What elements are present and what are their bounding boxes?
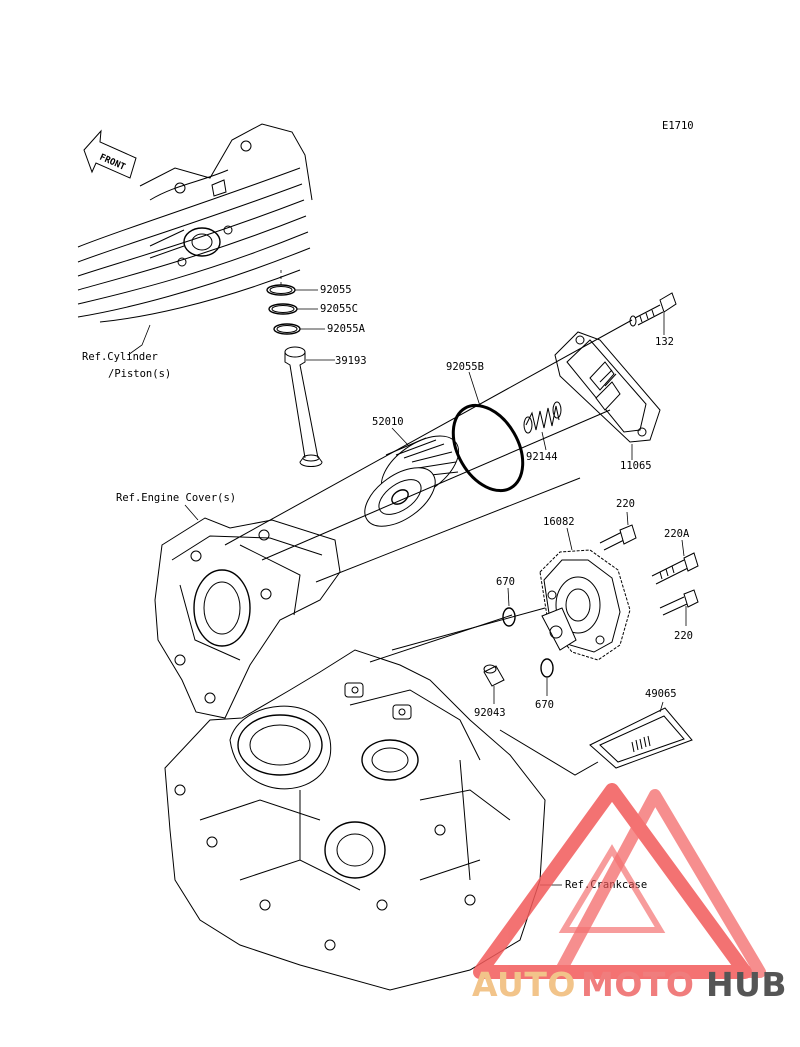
o-ring-92055a — [273, 323, 301, 335]
part-16082: 16082 — [543, 516, 575, 528]
ref-piston-label: /Piston(s) — [108, 368, 171, 380]
spring-92144 — [523, 401, 562, 434]
o-ring-92055c — [268, 303, 298, 315]
part-220-top: 220 — [616, 498, 635, 510]
part-92144: 92144 — [526, 451, 558, 463]
o-ring-670-left — [502, 607, 516, 627]
part-132: 132 — [655, 336, 674, 348]
oring-b-leader — [468, 371, 481, 407]
bolt-220-top-leader — [626, 511, 629, 526]
part-220a: 220A — [664, 528, 690, 540]
bolt-220-bottom — [659, 589, 699, 616]
part-92055a: 92055A — [327, 323, 366, 335]
dowel-pin-92043 — [483, 664, 505, 687]
engine-cover-leader — [184, 504, 199, 521]
part-92055b: 92055B — [446, 361, 484, 373]
spring-leader — [541, 431, 547, 451]
part-670-right: 670 — [535, 699, 554, 711]
oil-filter-52010 — [364, 435, 460, 527]
filter-leader — [391, 427, 409, 446]
ref-engine-cover-label: Ref.Engine Cover(s) — [116, 492, 236, 504]
cylinder-block — [77, 123, 313, 323]
bolt-220a — [651, 552, 699, 585]
o-ring-92055b — [451, 403, 525, 493]
part-39193: 39193 — [335, 355, 367, 367]
o-ring-92055 — [266, 284, 296, 296]
strainer-leader — [659, 701, 664, 713]
pump-leader — [566, 527, 573, 551]
part-11065: 11065 — [620, 460, 652, 472]
bolt-220a-leader — [681, 539, 685, 557]
diagram-code: E1710 — [662, 120, 694, 132]
crankcase — [164, 649, 546, 991]
ref-cylinder-label: Ref.Cylinder — [82, 351, 158, 363]
engine-cover — [154, 517, 341, 719]
filter-cover-11065 — [554, 331, 661, 443]
strainer-49065 — [589, 707, 693, 769]
oil-pump-16082 — [539, 549, 631, 661]
o-ring-670-right — [540, 658, 554, 678]
watermark-moto: MOTO — [581, 965, 694, 1004]
oil-pipe-39193 — [284, 346, 323, 467]
part-49065: 49065 — [645, 688, 677, 700]
oring-670-left-leader — [507, 587, 510, 607]
part-670-left: 670 — [496, 576, 515, 588]
cylinder-ref-leader — [127, 324, 151, 356]
part-92055c: 92055C — [320, 303, 358, 315]
part-220-bottom: 220 — [674, 630, 693, 642]
part-52010: 52010 — [372, 416, 404, 428]
watermark-auto: AUTO — [472, 965, 576, 1004]
part-92055: 92055 — [320, 284, 352, 296]
watermark-text: AUTO MOTO HUB — [472, 965, 787, 1004]
part-92043: 92043 — [474, 707, 506, 719]
watermark-logo-icon — [473, 783, 766, 979]
bolt-132 — [629, 292, 677, 327]
watermark-hub: HUB — [706, 965, 787, 1004]
front-arrow-icon: FRONT — [83, 129, 137, 179]
bolt-220-top — [599, 524, 637, 551]
strainer-ref-line — [499, 729, 599, 776]
o-ring-leaders — [295, 289, 325, 330]
